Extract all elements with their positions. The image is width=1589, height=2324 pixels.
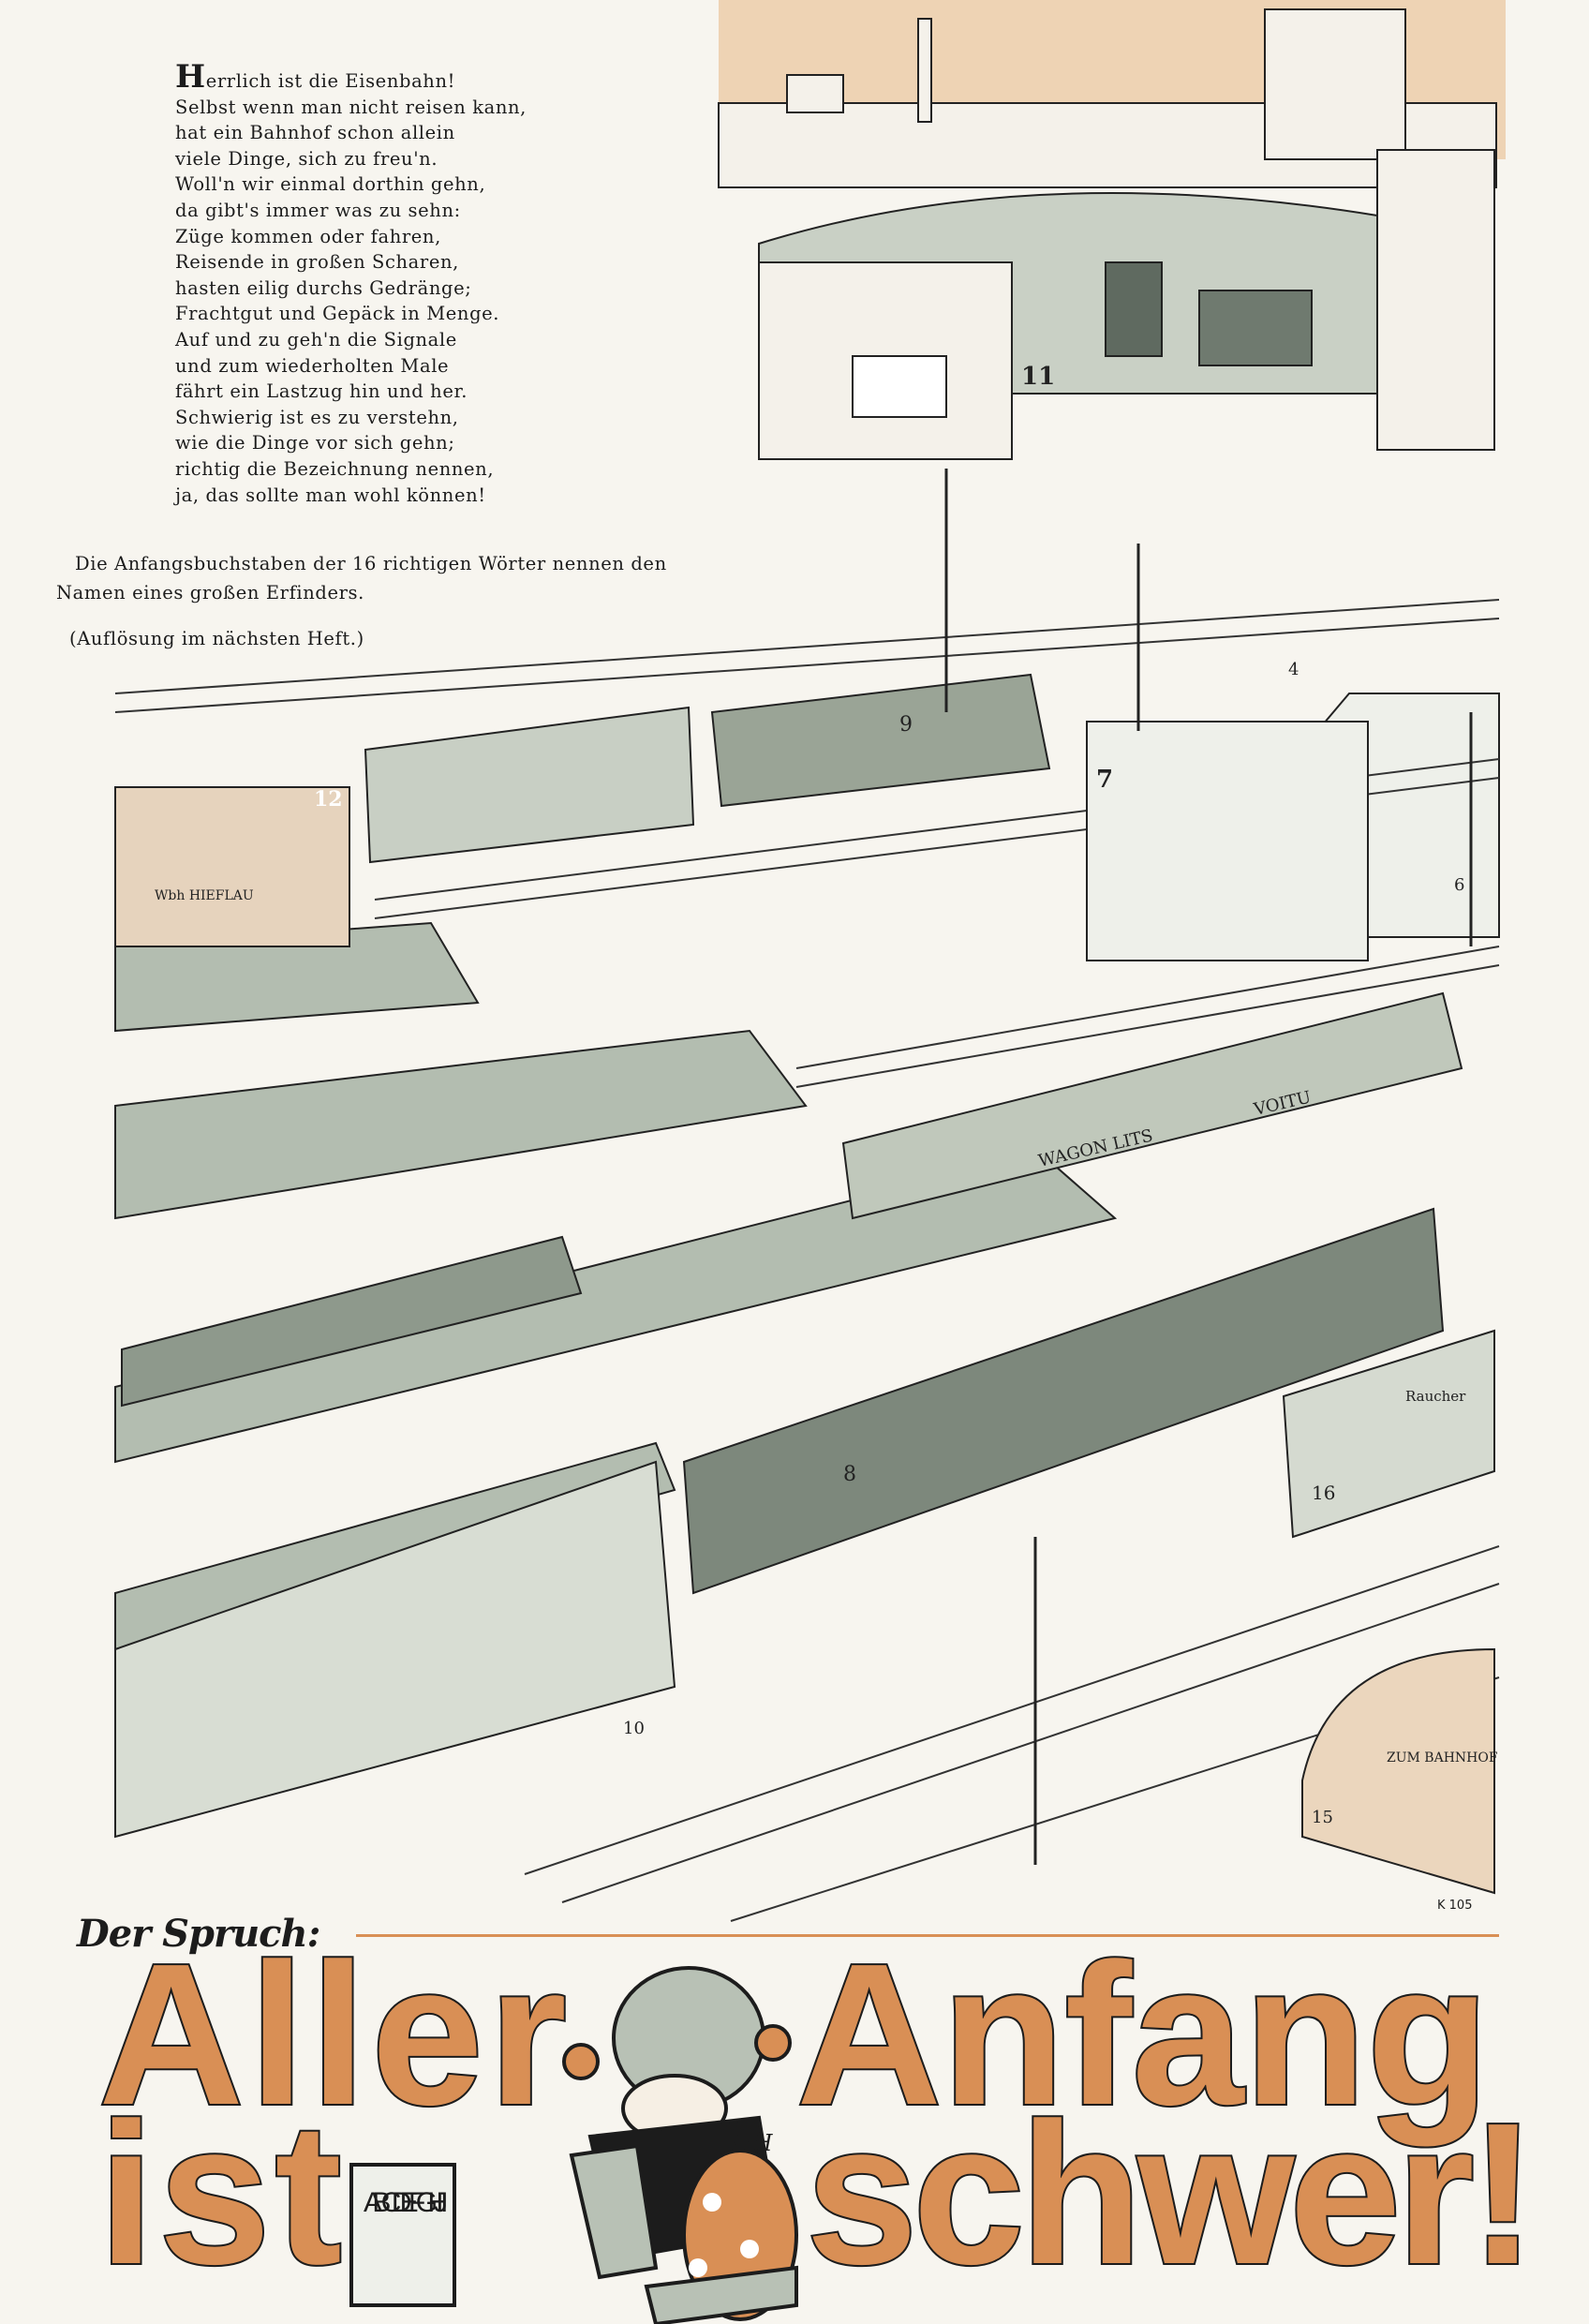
solution-note: (Auflösung im nächsten Heft.)	[69, 628, 364, 649]
town-buildings	[718, 8, 1497, 451]
bus-text: ZUM BAHNHOF	[1387, 1750, 1498, 1765]
luggage-van	[114, 1460, 676, 1839]
motto-lettering: .big{font-family:"Liberation Sans",sans-…	[97, 1949, 1538, 2324]
poem-line: viele Dinge, sich zu freu'n.	[175, 147, 438, 170]
number-label: 11	[1021, 363, 1055, 391]
artist-signature: L·H	[730, 2130, 774, 2156]
steam-locomotive	[682, 1207, 1445, 1595]
book-letters: ABCD EFGH IJ	[364, 2187, 448, 2218]
poem-line: hasten eilig durchs Gedränge;	[175, 276, 472, 299]
electric-locomotive	[710, 673, 1051, 808]
roundhouse: 11	[758, 192, 1378, 460]
motto-word-anfang: Anfang	[796, 1949, 1490, 2147]
poem-line: Selbst wenn man nicht reisen kann,	[175, 96, 527, 118]
motto-word-ist: ist	[98, 2080, 342, 2306]
motto-word-schwer: schwer!	[806, 2080, 1537, 2306]
poem: Herrlich ist die Eisenbahn! Selbst wenn …	[175, 61, 527, 508]
poem-line: Woll'n wir einmal dorthin gehn,	[175, 173, 486, 196]
number-label: 4	[1288, 660, 1299, 679]
poem-line: Reisende in großen Scharen,	[175, 251, 459, 274]
poem-line: hat ein Bahnhof schon allein	[175, 122, 455, 144]
platforms	[114, 693, 1500, 1651]
illustration-code: K 105	[1437, 1899, 1473, 1913]
steam-train-left	[121, 1235, 583, 1408]
spruch-label: Der Spruch:	[77, 1912, 320, 1956]
poem-line: wie die Dinge vor sich gehn;	[175, 432, 455, 454]
alphabet-book	[349, 2163, 456, 2307]
hopper-text: Wbh HIEFLAU	[155, 888, 254, 903]
poem-line: Züge kommen oder fahren,	[175, 225, 441, 247]
railway-station-illustration: 11 12 Wbh HIEFLAU 9 7 WAGON LITS VOITU 8…	[114, 0, 1506, 1922]
instructions-text: Die Anfangsbuchstaben der 16 richtigen W…	[56, 553, 667, 603]
sleeping-car	[841, 991, 1463, 1220]
box-wagon	[364, 706, 695, 864]
raucher-text: Raucher	[1405, 1388, 1466, 1405]
poem-line: ja, das sollte man wohl können!	[175, 484, 486, 506]
poem-line: richtig die Bezeichnung nennen,	[175, 457, 495, 480]
bus	[1301, 1647, 1495, 1895]
number-label: 6	[1454, 875, 1464, 895]
hopper-wagon	[114, 786, 350, 947]
poem-line: und zum wiederholten Male	[175, 354, 450, 377]
puzzle-instructions: Die Anfangsbuchstaben der 16 richtigen W…	[56, 549, 693, 607]
number-label: 8	[843, 1463, 856, 1486]
poem-line: Frachtgut und Gepäck in Menge.	[175, 303, 500, 325]
motto-word-aller: Aller	[98, 1949, 567, 2147]
number-label: 15	[1312, 1808, 1333, 1827]
divider-line	[356, 1934, 1499, 1937]
number-label: 9	[899, 713, 913, 737]
poem-line: Auf und zu geh'n die Signale	[175, 328, 457, 350]
trains: 12 Wbh HIEFLAU 9 7 WAGON LITS VOITU 8 16…	[114, 660, 1498, 1895]
number-label: 16	[1312, 1482, 1335, 1504]
poem-line: Schwierig ist es zu verstehn,	[175, 406, 459, 428]
signal-box	[1086, 721, 1369, 961]
poem-line: da gibt's immer was zu sehn:	[175, 199, 461, 221]
passenger-coach	[1282, 1329, 1495, 1539]
number-label: 12	[314, 787, 343, 812]
drop-cap: H	[175, 58, 206, 96]
poem-line: errlich ist die Eisenbahn!	[205, 70, 456, 92]
number-label: 10	[623, 1719, 645, 1738]
overhead-masts	[944, 469, 1473, 1865]
number-label: 7	[1096, 766, 1113, 794]
poem-line: fährt ein Lastzug hin und her.	[175, 380, 468, 403]
girl-with-slate-illustration: ABCD EFGH IJ	[349, 1966, 798, 2324]
